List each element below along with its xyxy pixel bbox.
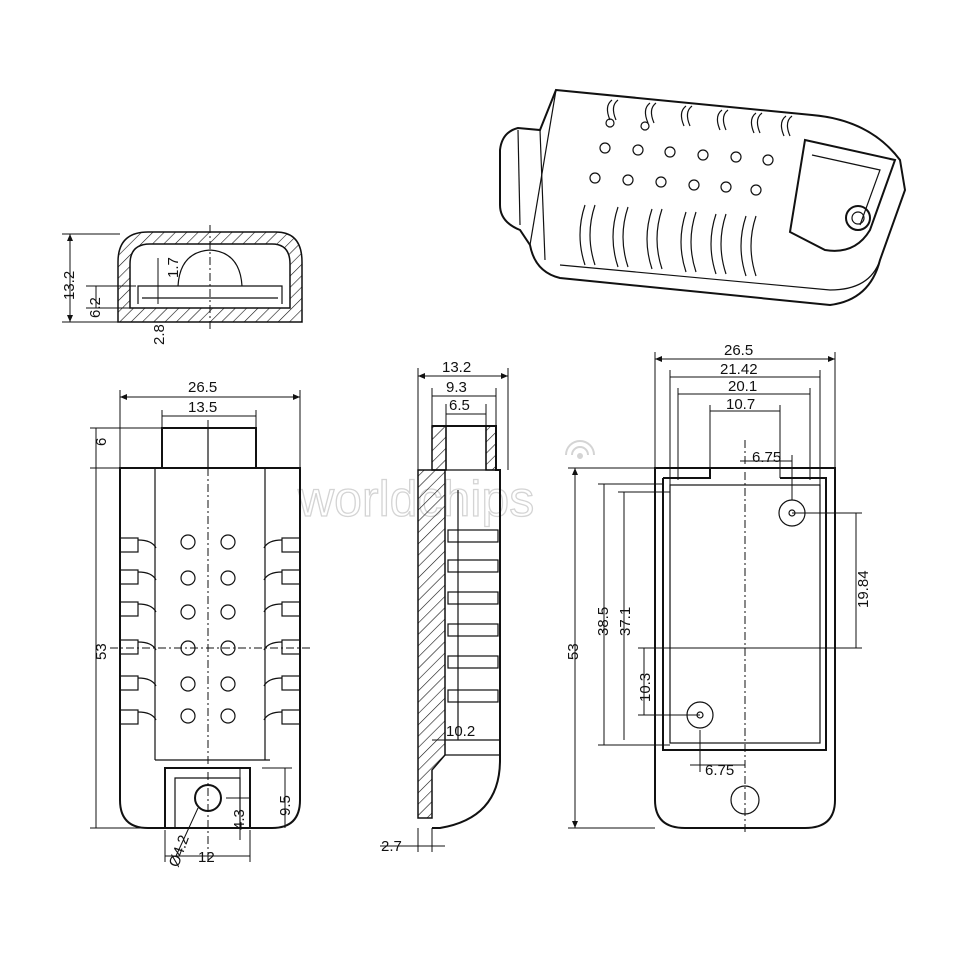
front-view: 26.5 13.5 6 53 12 Ø4.2 4.3 9.5 xyxy=(90,379,310,869)
dim-side-base: 2.7 xyxy=(381,838,402,855)
watermark-text: worldchips xyxy=(297,471,534,527)
dim-back-h4: 10.3 xyxy=(637,673,654,702)
dim-front-width: 26.5 xyxy=(188,379,217,396)
wifi-icon xyxy=(565,440,595,459)
dim-front-length: 53 xyxy=(93,643,110,660)
dim-back-w4: 10.7 xyxy=(726,396,755,413)
dim-front-hole: Ø4.2 xyxy=(166,833,193,869)
dim-back-w2: 21.42 xyxy=(720,361,758,378)
dim-back-h2: 37.1 xyxy=(617,607,634,636)
dim-back-w3: 20.1 xyxy=(728,378,757,395)
dim-side-lower: 10.2 xyxy=(446,723,475,740)
dim-top-height: 13.2 xyxy=(61,271,78,300)
back-view: 26.5 21.42 20.1 10.7 6.75 6.75 53 38.5 3… xyxy=(565,342,872,835)
dim-side-mid: 9.3 xyxy=(446,379,467,396)
dim-front-tab-h: 6 xyxy=(93,438,110,446)
dim-side-depth: 13.2 xyxy=(442,359,471,376)
dim-top-wall: 2.8 xyxy=(151,324,168,345)
dim-back-length: 53 xyxy=(565,643,582,660)
dim-back-hole-x-top: 6.75 xyxy=(752,449,781,466)
dim-side-tab: 6.5 xyxy=(449,397,470,414)
isometric-view xyxy=(499,88,907,307)
dim-back-h3: 19.84 xyxy=(855,570,872,608)
dim-front-foot-h: 9.5 xyxy=(277,795,294,816)
dim-front-tab: 13.5 xyxy=(188,399,217,416)
side-view: 13.2 9.3 6.5 10.2 2.7 xyxy=(380,359,509,855)
dim-back-hole-x-bot: 6.75 xyxy=(705,762,734,779)
dim-back-width: 26.5 xyxy=(724,342,753,359)
top-view: 13.2 6.2 1.7 2.8 xyxy=(61,225,303,345)
dim-front-foot-w: 12 xyxy=(198,849,215,866)
dim-back-h1: 38.5 xyxy=(595,607,612,636)
dim-top-inner: 6.2 xyxy=(87,297,104,318)
dim-top-bump: 1.7 xyxy=(165,257,182,278)
dim-front-hole-off: 4.3 xyxy=(231,809,248,830)
